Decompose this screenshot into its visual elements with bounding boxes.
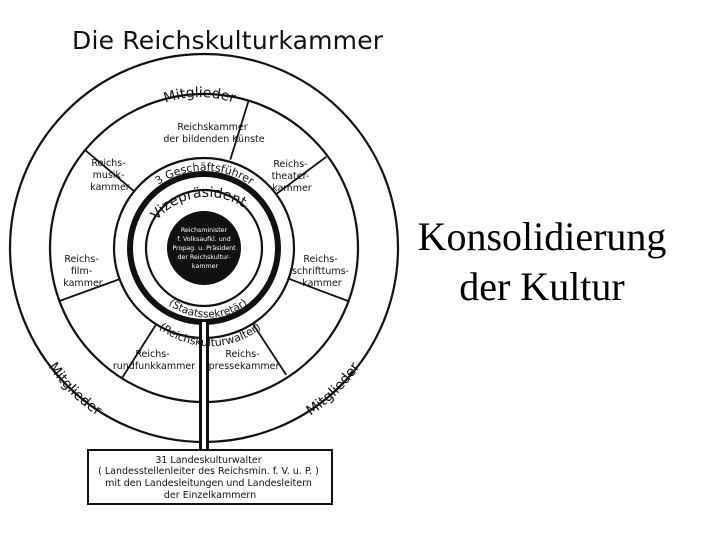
- chamber-presse: Reichs- pressekammer: [209, 349, 280, 372]
- chamber-theater: Reichs- theater- kammer: [272, 159, 313, 194]
- slide-title: Konsolidierung der Kultur: [382, 212, 702, 312]
- members-label-right: Mitglieder: [304, 360, 364, 420]
- vice-president-ring: [144, 188, 264, 308]
- chamber-bildende-kuenste: Reichskammer der bildenden Künste: [163, 122, 264, 145]
- regional-box: [87, 449, 333, 505]
- regional-box-text: 31 Landeskulturwalter ( Landesstellenlei…: [98, 455, 322, 501]
- chamber-rundfunk: Reichs- rundfunkkammer: [113, 349, 195, 372]
- slide-title-line-2: der Kultur: [459, 264, 625, 309]
- diagram-title: Die Reichskulturkammer: [72, 26, 384, 55]
- members-label-top: Mitglieder: [162, 85, 238, 107]
- chamber-schrifttum: Reichs- schrifttums- kammer: [292, 254, 352, 289]
- president-disc: [167, 211, 241, 285]
- chamber-film: Reichs- film- kammer: [63, 254, 103, 289]
- members-label-left: Mitglieder: [45, 360, 105, 420]
- chamber-dividers: [59, 100, 349, 379]
- slide-title-line-1: Konsolidierung: [417, 214, 667, 259]
- chamber-musik: Reichs- musik- kammer: [90, 158, 130, 193]
- president-label: Reichsminister f. Volksaufkl. und Propag…: [172, 227, 237, 270]
